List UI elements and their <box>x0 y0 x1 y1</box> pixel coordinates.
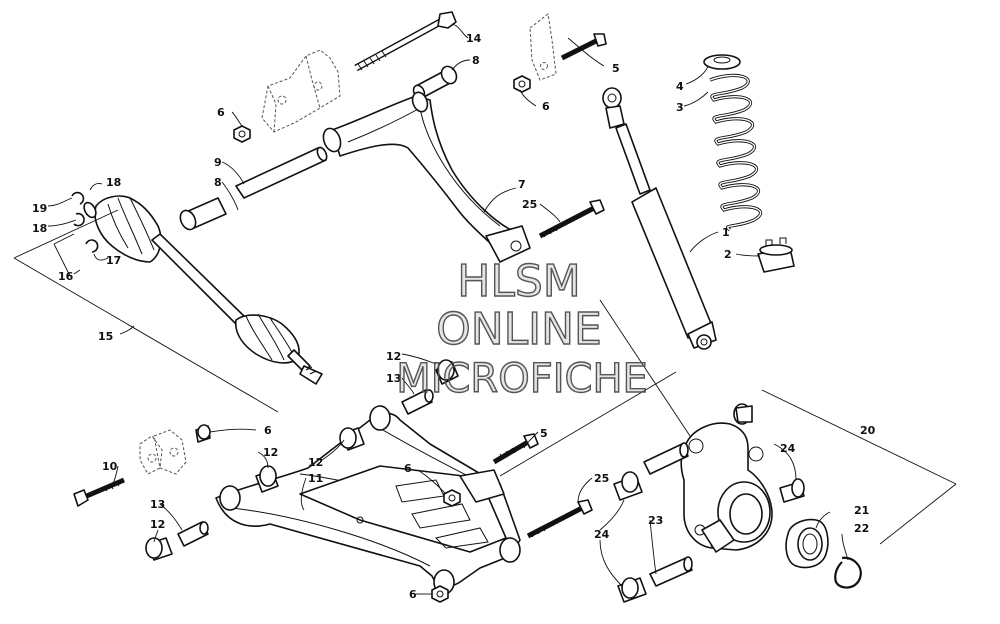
shock-mount-bracket <box>529 13 557 81</box>
nut-6-upper-left <box>233 125 251 143</box>
callout-21: 21 <box>854 504 869 517</box>
nut-6-lower-bracket <box>195 424 211 443</box>
bolt-10 <box>73 477 125 507</box>
callout-labels: 14 8 6 5 6 4 3 9 8 7 25 18 19 18 17 16 1… <box>32 32 876 601</box>
bolt-5-lower <box>492 433 539 465</box>
bushing-12-mid <box>339 427 365 451</box>
watermark-line-1-fill: HLSM <box>457 256 581 307</box>
bolt-25-lower <box>526 499 593 539</box>
callout-13-lower: 13 <box>150 498 165 511</box>
callout-5-upper: 5 <box>612 62 620 75</box>
callout-12-left: 12 <box>263 446 278 459</box>
lower-frame-bracket <box>139 429 187 475</box>
callout-10: 10 <box>102 460 118 473</box>
lower-a-arm-11 <box>215 405 521 595</box>
bushing-24-left <box>613 471 643 501</box>
callout-8-lower: 8 <box>214 176 222 189</box>
callout-17: 17 <box>106 254 121 267</box>
bushing-24-top <box>733 403 753 425</box>
shock-to-knuckle-line <box>599 299 691 437</box>
callout-12-upper: 12 <box>386 350 401 363</box>
kit-bracket-15 <box>13 209 279 413</box>
watermark-line-2-fill: ONLINE <box>436 304 602 355</box>
nut-6-shock-top <box>513 75 531 93</box>
callout-11: 11 <box>308 472 323 485</box>
callout-8-upper: 8 <box>472 54 480 67</box>
callout-6-shock: 6 <box>542 100 550 113</box>
upper-frame-bracket <box>261 49 341 133</box>
tube-13-lower <box>177 521 209 547</box>
callout-13-upper: 13 <box>386 372 401 385</box>
callout-18-bottom: 18 <box>32 222 47 235</box>
callout-6-bracket: 6 <box>264 424 272 437</box>
callout-14: 14 <box>466 32 482 45</box>
bolt-25-upper <box>538 199 605 239</box>
knuckle-to-arm-line <box>499 371 677 477</box>
callout-25-lower: 25 <box>594 472 609 485</box>
bushing-12-left <box>255 465 279 493</box>
callout-12-bottom: 12 <box>150 518 165 531</box>
callout-19: 19 <box>32 202 47 215</box>
upper-a-arm-7 <box>322 91 531 263</box>
tube-23-lower <box>649 556 693 587</box>
callout-3: 3 <box>676 101 684 114</box>
kit-bracket-16 <box>53 233 75 277</box>
bushing-24-bottom <box>617 577 647 603</box>
nut-6-bottom <box>431 585 449 603</box>
callout-9: 9 <box>214 156 222 169</box>
bushing-8-lower <box>179 197 227 231</box>
callout-12-mid: 12 <box>308 456 323 469</box>
callout-23: 23 <box>648 514 663 527</box>
circlip-19 <box>71 191 85 205</box>
leader-lines <box>47 23 849 595</box>
tube-13-upper <box>401 389 434 415</box>
callout-16: 16 <box>58 270 74 283</box>
bearing-21 <box>785 518 829 569</box>
tube-23-upper <box>643 442 689 475</box>
long-bolt-14 <box>354 11 457 72</box>
ring-17 <box>85 239 99 253</box>
callout-6-arm: 6 <box>404 462 412 475</box>
callout-22: 22 <box>854 522 869 535</box>
coil-spring-3 <box>709 73 763 232</box>
bushing-24-mid <box>779 478 805 503</box>
watermark: HLSM HLSM ONLINE ONLINE MICROFICHE MICRO… <box>395 255 648 402</box>
watermark-line-2: ONLINE <box>436 304 602 355</box>
bushing-12-upper <box>435 359 459 385</box>
knuckle-hub <box>680 422 773 553</box>
callout-20: 20 <box>860 424 876 437</box>
callout-4: 4 <box>676 80 684 93</box>
callout-15: 15 <box>98 330 113 343</box>
callout-5-lower: 5 <box>540 427 548 440</box>
spring-retainer-4 <box>703 54 741 70</box>
bushing-12-bottom <box>145 537 173 561</box>
spring-seat-2 <box>757 237 795 273</box>
callout-2: 2 <box>724 248 732 261</box>
kit-bracket-20 <box>761 389 957 545</box>
snap-ring-22 <box>834 556 862 589</box>
callout-6-bottom: 6 <box>409 588 417 601</box>
shock-absorber-1 <box>602 87 717 350</box>
watermark-line-3-fill: MICROFICHE <box>396 356 648 402</box>
callout-18-top: 18 <box>106 176 121 189</box>
callout-7: 7 <box>518 178 526 191</box>
callout-24-right: 24 <box>780 442 796 455</box>
callout-25-upper: 25 <box>522 198 537 211</box>
watermark-line-1: HLSM <box>457 256 581 307</box>
bolt-5-upper <box>560 33 607 61</box>
watermark-line-3: MICROFICHE <box>396 356 648 402</box>
callout-6-upper-left: 6 <box>217 106 225 119</box>
snap-ring-18 <box>73 212 85 227</box>
tube-9 <box>235 146 328 199</box>
callout-1: 1 <box>722 226 730 239</box>
nut-6-arm <box>443 489 461 507</box>
callout-24-left: 24 <box>594 528 610 541</box>
